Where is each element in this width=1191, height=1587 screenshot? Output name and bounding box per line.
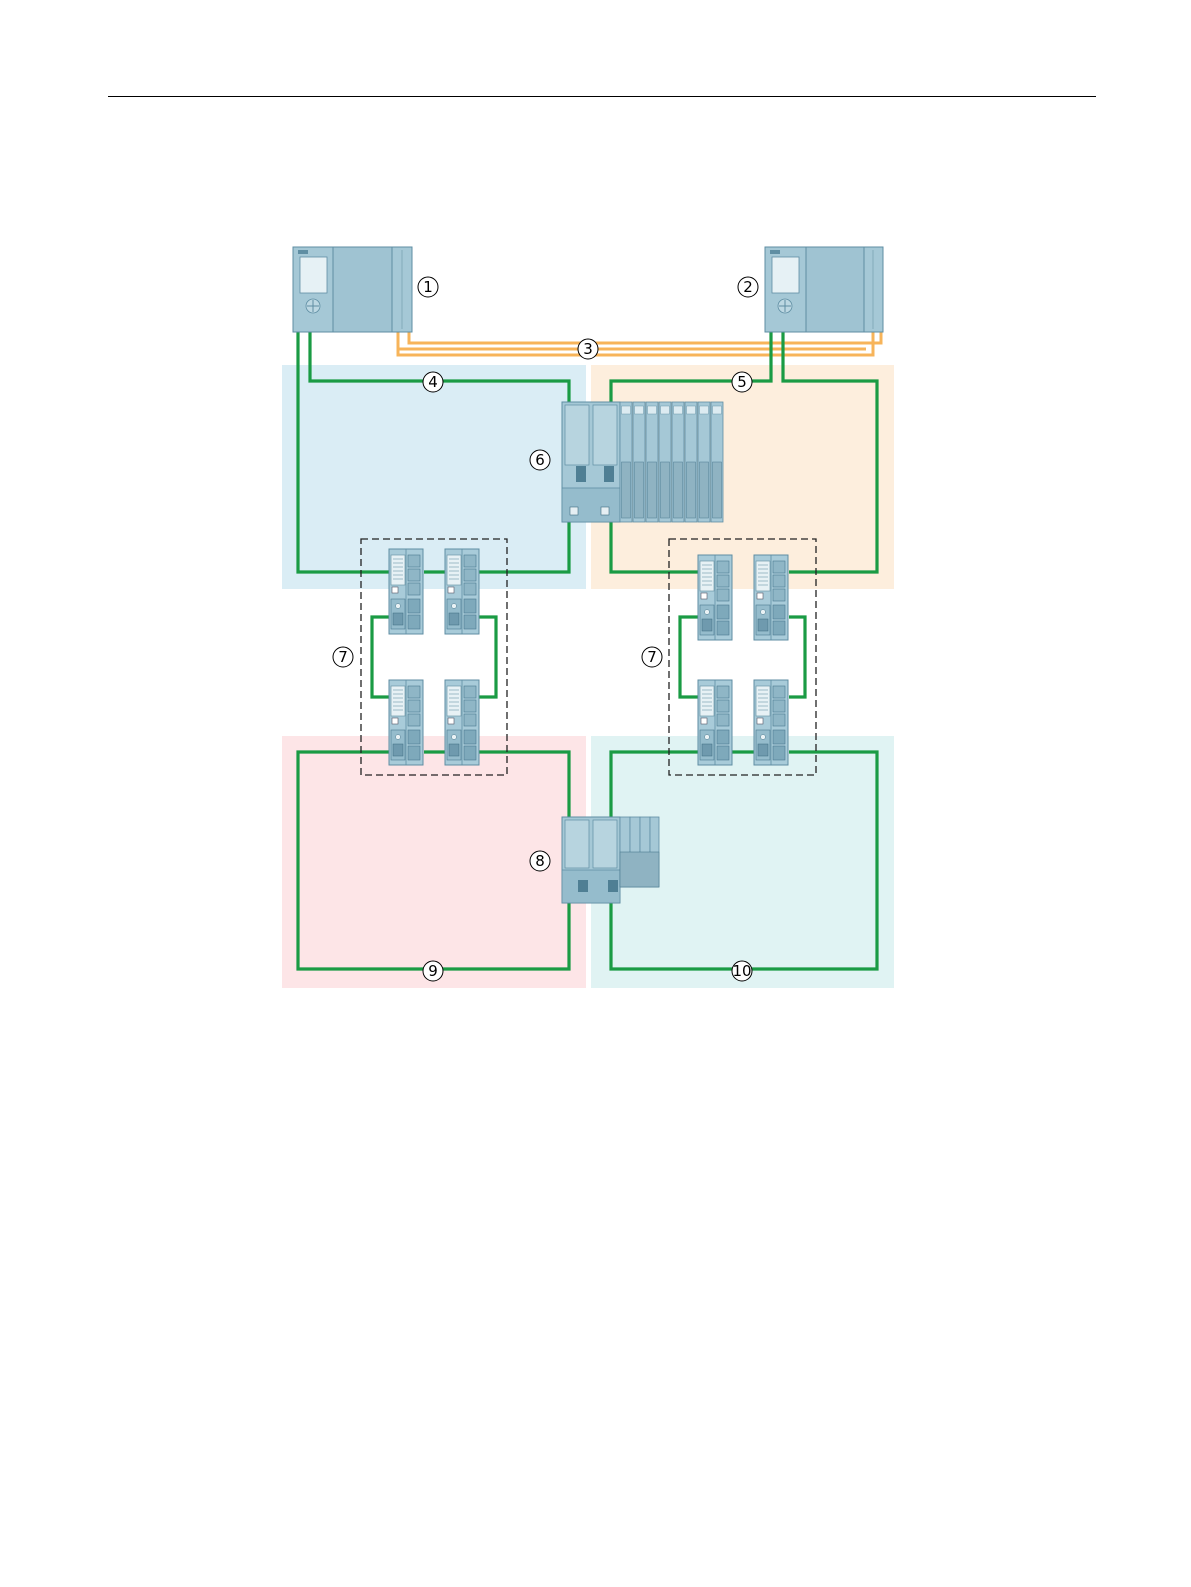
- svg-text:7: 7: [647, 648, 657, 666]
- callout-9: 9: [423, 961, 443, 981]
- callout-3: 3: [578, 339, 598, 359]
- switch-right-top-2-network-switch-icon: [754, 555, 788, 640]
- svg-text:2: 2: [743, 278, 753, 296]
- switch-left-top-2-network-switch-icon: [445, 549, 479, 634]
- svg-text:8: 8: [535, 852, 545, 870]
- svg-text:6: 6: [535, 451, 545, 469]
- callout-2: 2: [738, 277, 758, 297]
- ring-zone-4: [282, 365, 586, 589]
- switch-right-bottom-2-network-switch-icon: [754, 680, 788, 765]
- svg-text:9: 9: [428, 962, 438, 980]
- svg-text:4: 4: [428, 373, 438, 391]
- svg-text:7: 7: [338, 648, 348, 666]
- cpu-2-plc-cpu-icon: [765, 247, 883, 332]
- switch-right-bottom-1-network-switch-icon: [698, 680, 732, 765]
- callout-7-left: 7: [333, 647, 353, 667]
- svg-text:5: 5: [737, 373, 747, 391]
- svg-text:10: 10: [732, 962, 751, 980]
- switch-right-top-1-network-switch-icon: [698, 555, 732, 640]
- callout-6: 6: [530, 450, 550, 470]
- callout-4: 4: [423, 372, 443, 392]
- callout-1: 1: [418, 277, 438, 297]
- cpu-1-plc-cpu-icon: [293, 247, 412, 332]
- switch-left-top-1-network-switch-icon: [389, 549, 423, 634]
- io-station-6-distributed-io-icon: [562, 402, 723, 522]
- switch-left-bottom-2-network-switch-icon: [445, 680, 479, 765]
- sync-connection: [398, 331, 881, 355]
- callout-5: 5: [732, 372, 752, 392]
- callout-7-right: 7: [642, 647, 662, 667]
- callout-8: 8: [530, 851, 550, 871]
- svg-text:1: 1: [423, 278, 433, 296]
- callout-10: 10: [732, 961, 752, 981]
- svg-text:3: 3: [583, 340, 593, 358]
- switch-left-bottom-1-network-switch-icon: [389, 680, 423, 765]
